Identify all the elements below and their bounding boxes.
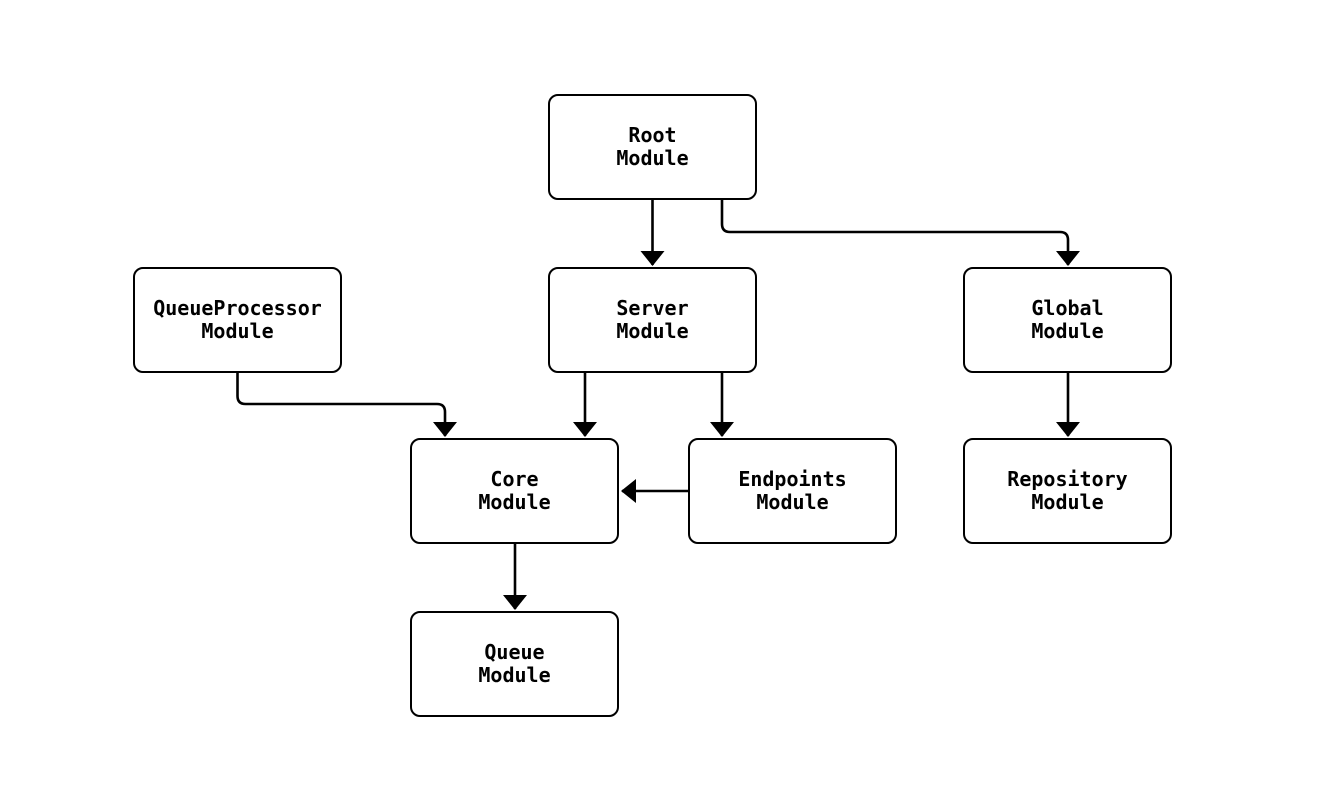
node-root-module: Root Module xyxy=(548,94,757,200)
node-queue-module-label: Queue Module xyxy=(478,640,551,687)
node-endpoints-module: Endpoints Module xyxy=(688,438,897,544)
node-core-module: Core Module xyxy=(410,438,619,544)
node-endpoints-module-label: Endpoints Module xyxy=(738,467,847,514)
node-queueprocessor-module-label: QueueProcessor Module xyxy=(153,296,322,343)
node-server-module-label: Server Module xyxy=(616,296,689,343)
edge-queueprocessor-to-core xyxy=(236,373,457,437)
node-core-module-label: Core Module xyxy=(478,467,551,514)
node-root-module-label: Root Module xyxy=(616,123,689,170)
edge-root-to-global xyxy=(720,200,1080,266)
node-repository-module: Repository Module xyxy=(963,438,1172,544)
node-server-module: Server Module xyxy=(548,267,757,373)
node-queue-module: Queue Module xyxy=(410,611,619,717)
node-queueprocessor-module: QueueProcessor Module xyxy=(133,267,342,373)
node-global-module-label: Global Module xyxy=(1031,296,1104,343)
node-repository-module-label: Repository Module xyxy=(1007,467,1128,514)
node-global-module: Global Module xyxy=(963,267,1172,373)
